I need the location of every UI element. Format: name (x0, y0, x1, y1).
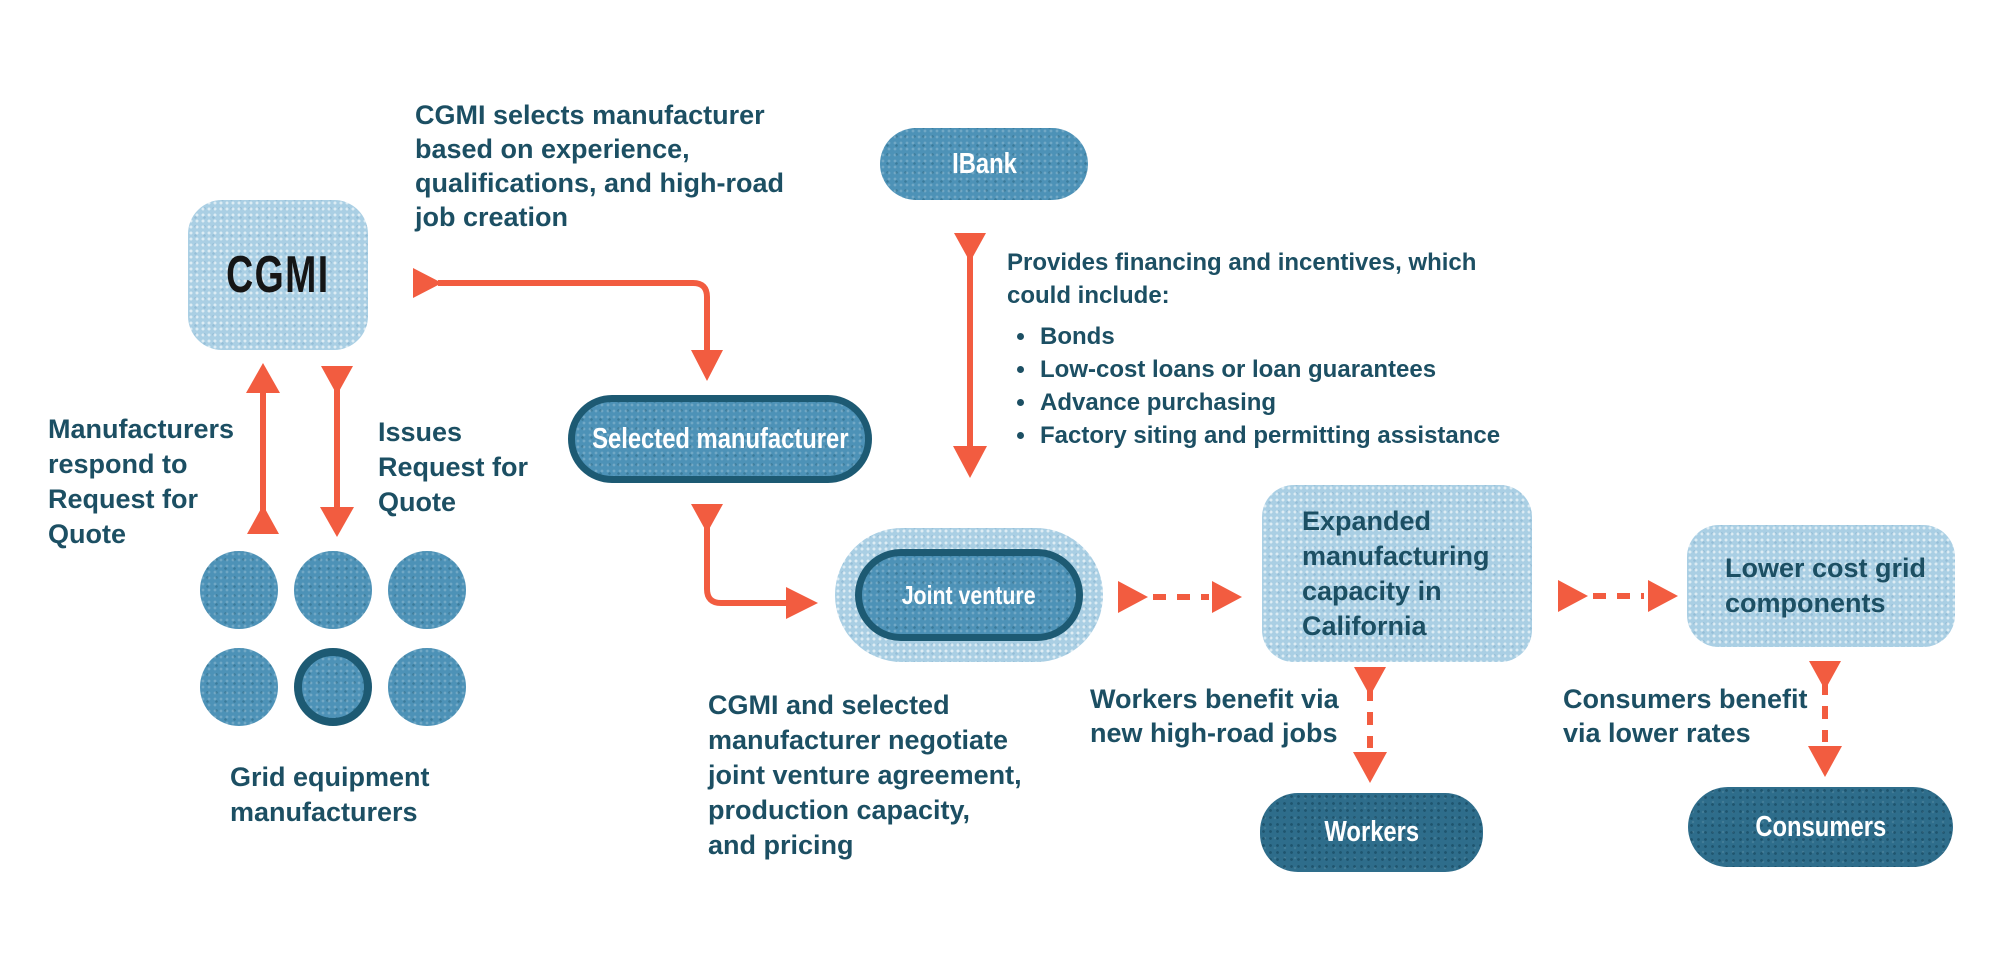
arrow-manufacturers-to-cgmi (246, 363, 280, 534)
manufacturer-circle-selected (294, 648, 372, 726)
ibank-bullet-list: Bonds Low-cost loans or loan guarantees … (1010, 320, 1500, 452)
arrow-ibank-to-joint-venture (953, 233, 987, 478)
ibank-node: IBank (880, 128, 1088, 200)
ibank-provides-note: Provides financing and incentives, which… (1007, 249, 1477, 309)
arrow-selected-to-joint-venture (691, 504, 818, 619)
arrow-expanded-to-workers (1353, 667, 1387, 783)
arrow-expanded-to-lower-cost (1558, 580, 1678, 612)
ibank-bullet-item: Low-cost loans or loan guarantees (1010, 353, 1500, 386)
workers-label: Workers (1324, 816, 1419, 848)
lower-cost-components-label: Lower cost grid components (1725, 553, 1927, 618)
expanded-capacity-label: Expanded manufacturing capacity in Calif… (1302, 505, 1490, 641)
cgmi-label: CGMI (226, 246, 330, 304)
issues-rfq-note: Issues Request for Quote (378, 417, 529, 517)
manufacturer-circle (388, 648, 466, 726)
consumers-node: Consumers (1688, 787, 1953, 867)
ibank-bullet-item: Factory siting and permitting assistance (1010, 419, 1500, 452)
expanded-capacity-node: Expanded manufacturing capacity in Calif… (1262, 485, 1532, 662)
arrow-lower-cost-to-consumers (1808, 661, 1842, 777)
manufacturer-circle (200, 648, 278, 726)
manufacturer-circle (388, 551, 466, 629)
joint-venture-inner-pill: Joint venture (855, 549, 1083, 641)
arrow-joint-venture-to-expanded (1118, 581, 1242, 613)
consumers-benefit-note: Consumers benefit via lower rates (1563, 684, 1808, 748)
joint-venture-label: Joint venture (902, 579, 1036, 610)
grid-manufacturers-label: Grid equipment manufacturers (230, 762, 430, 827)
arrow-cgmi-to-selected-manufacturer (413, 268, 723, 381)
workers-benefit-note: Workers benefit via new high-road jobs (1090, 684, 1339, 748)
lower-cost-components-node: Lower cost grid components (1687, 525, 1955, 647)
consumers-label: Consumers (1755, 810, 1886, 843)
selected-manufacturer-label: Selected manufacturer (591, 422, 849, 455)
cgmi-selects-note: CGMI selects manufacturer based on exper… (415, 100, 785, 232)
ibank-bullet-item: Advance purchasing (1010, 386, 1500, 419)
negotiation-note: CGMI and selected manufacturer negotiate… (708, 690, 1022, 860)
cgmi-node: CGMI (188, 200, 368, 350)
joint-venture-node: Joint venture (835, 528, 1103, 662)
manufacturers-respond-note: Manufacturers respond to Request for Quo… (48, 414, 235, 549)
manufacturer-circle (200, 551, 278, 629)
ibank-label: IBank (951, 147, 1017, 180)
ibank-bullet-item: Bonds (1010, 320, 1500, 353)
workers-node: Workers (1260, 793, 1483, 872)
selected-manufacturer-node: Selected manufacturer (568, 395, 872, 483)
arrow-cgmi-to-manufacturers (320, 366, 354, 537)
manufacturer-circle (294, 551, 372, 629)
